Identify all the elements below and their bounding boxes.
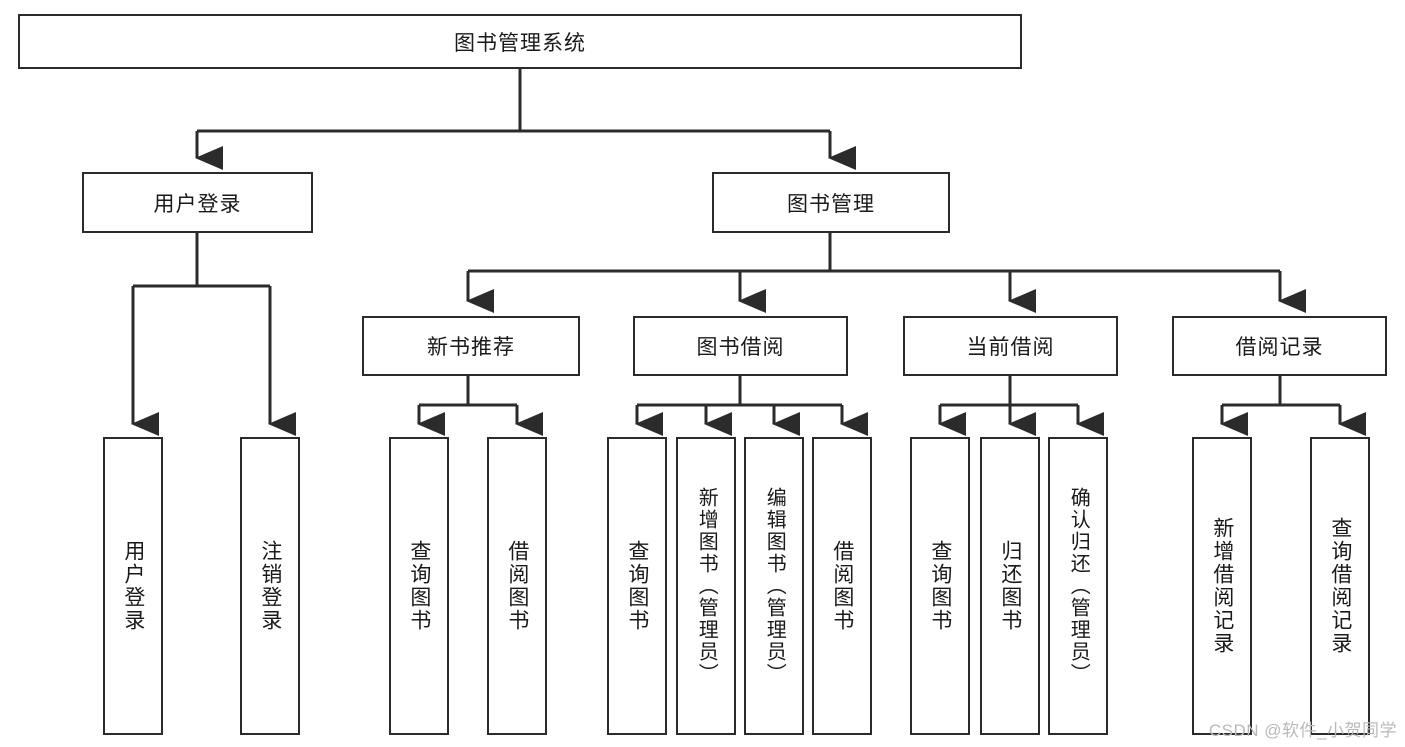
leaf-recommend-borrow-book[interactable]: 借阅图书 — [487, 437, 547, 735]
leaf-user-login-logout[interactable]: 注销登录 — [240, 437, 300, 735]
node-label: 借阅记录 — [1235, 336, 1324, 359]
leaf-label: 确认归还（管理员） — [1067, 487, 1090, 685]
node-book-borrow[interactable]: 图书借阅 — [633, 316, 848, 376]
leaf-borrow-borrow-book[interactable]: 借阅图书 — [812, 437, 872, 735]
leaf-current-return-book[interactable]: 归还图书 — [980, 437, 1040, 735]
node-label: 图书管理 — [787, 192, 875, 216]
leaf-label: 借阅图书 — [830, 540, 854, 632]
leaf-user-login-login[interactable]: 用户登录 — [103, 437, 163, 735]
leaf-label: 查询图书 — [625, 540, 649, 632]
leaf-label: 新增图书（管理员） — [695, 487, 718, 685]
leaf-label: 新增借阅记录 — [1210, 517, 1234, 655]
leaf-label: 用户登录 — [121, 540, 145, 632]
leaf-borrow-edit-book[interactable]: 编辑图书（管理员） — [744, 437, 804, 735]
leaf-recommend-query-book[interactable]: 查询图书 — [389, 437, 449, 735]
node-label: 图书借阅 — [696, 336, 785, 359]
node-new-book-recommend[interactable]: 新书推荐 — [362, 316, 580, 376]
node-label: 用户登录 — [153, 192, 242, 216]
leaf-borrow-query-book[interactable]: 查询图书 — [607, 437, 667, 735]
leaf-label: 借阅图书 — [505, 540, 529, 632]
node-user-login[interactable]: 用户登录 — [82, 172, 313, 233]
leaf-label: 归还图书 — [998, 540, 1022, 632]
node-borrow-record[interactable]: 借阅记录 — [1172, 316, 1387, 376]
leaf-label: 注销登录 — [258, 540, 282, 632]
node-label: 图书管理系统 — [454, 31, 586, 55]
leaf-record-add-record[interactable]: 新增借阅记录 — [1192, 437, 1252, 735]
leaf-label: 查询图书 — [928, 540, 952, 632]
node-current-borrow[interactable]: 当前借阅 — [903, 316, 1118, 376]
leaf-current-confirm-return[interactable]: 确认归还（管理员） — [1048, 437, 1108, 735]
leaf-current-query-book[interactable]: 查询图书 — [910, 437, 970, 735]
node-root-system[interactable]: 图书管理系统 — [18, 14, 1022, 69]
node-book-management[interactable]: 图书管理 — [712, 172, 950, 233]
node-label: 新书推荐 — [427, 336, 515, 359]
leaf-label: 查询借阅记录 — [1328, 517, 1352, 655]
leaf-record-query-record[interactable]: 查询借阅记录 — [1310, 437, 1370, 735]
node-label: 当前借阅 — [966, 336, 1055, 359]
leaf-borrow-add-book[interactable]: 新增图书（管理员） — [676, 437, 736, 735]
leaf-label: 编辑图书（管理员） — [763, 487, 786, 685]
leaf-label: 查询图书 — [407, 540, 431, 632]
